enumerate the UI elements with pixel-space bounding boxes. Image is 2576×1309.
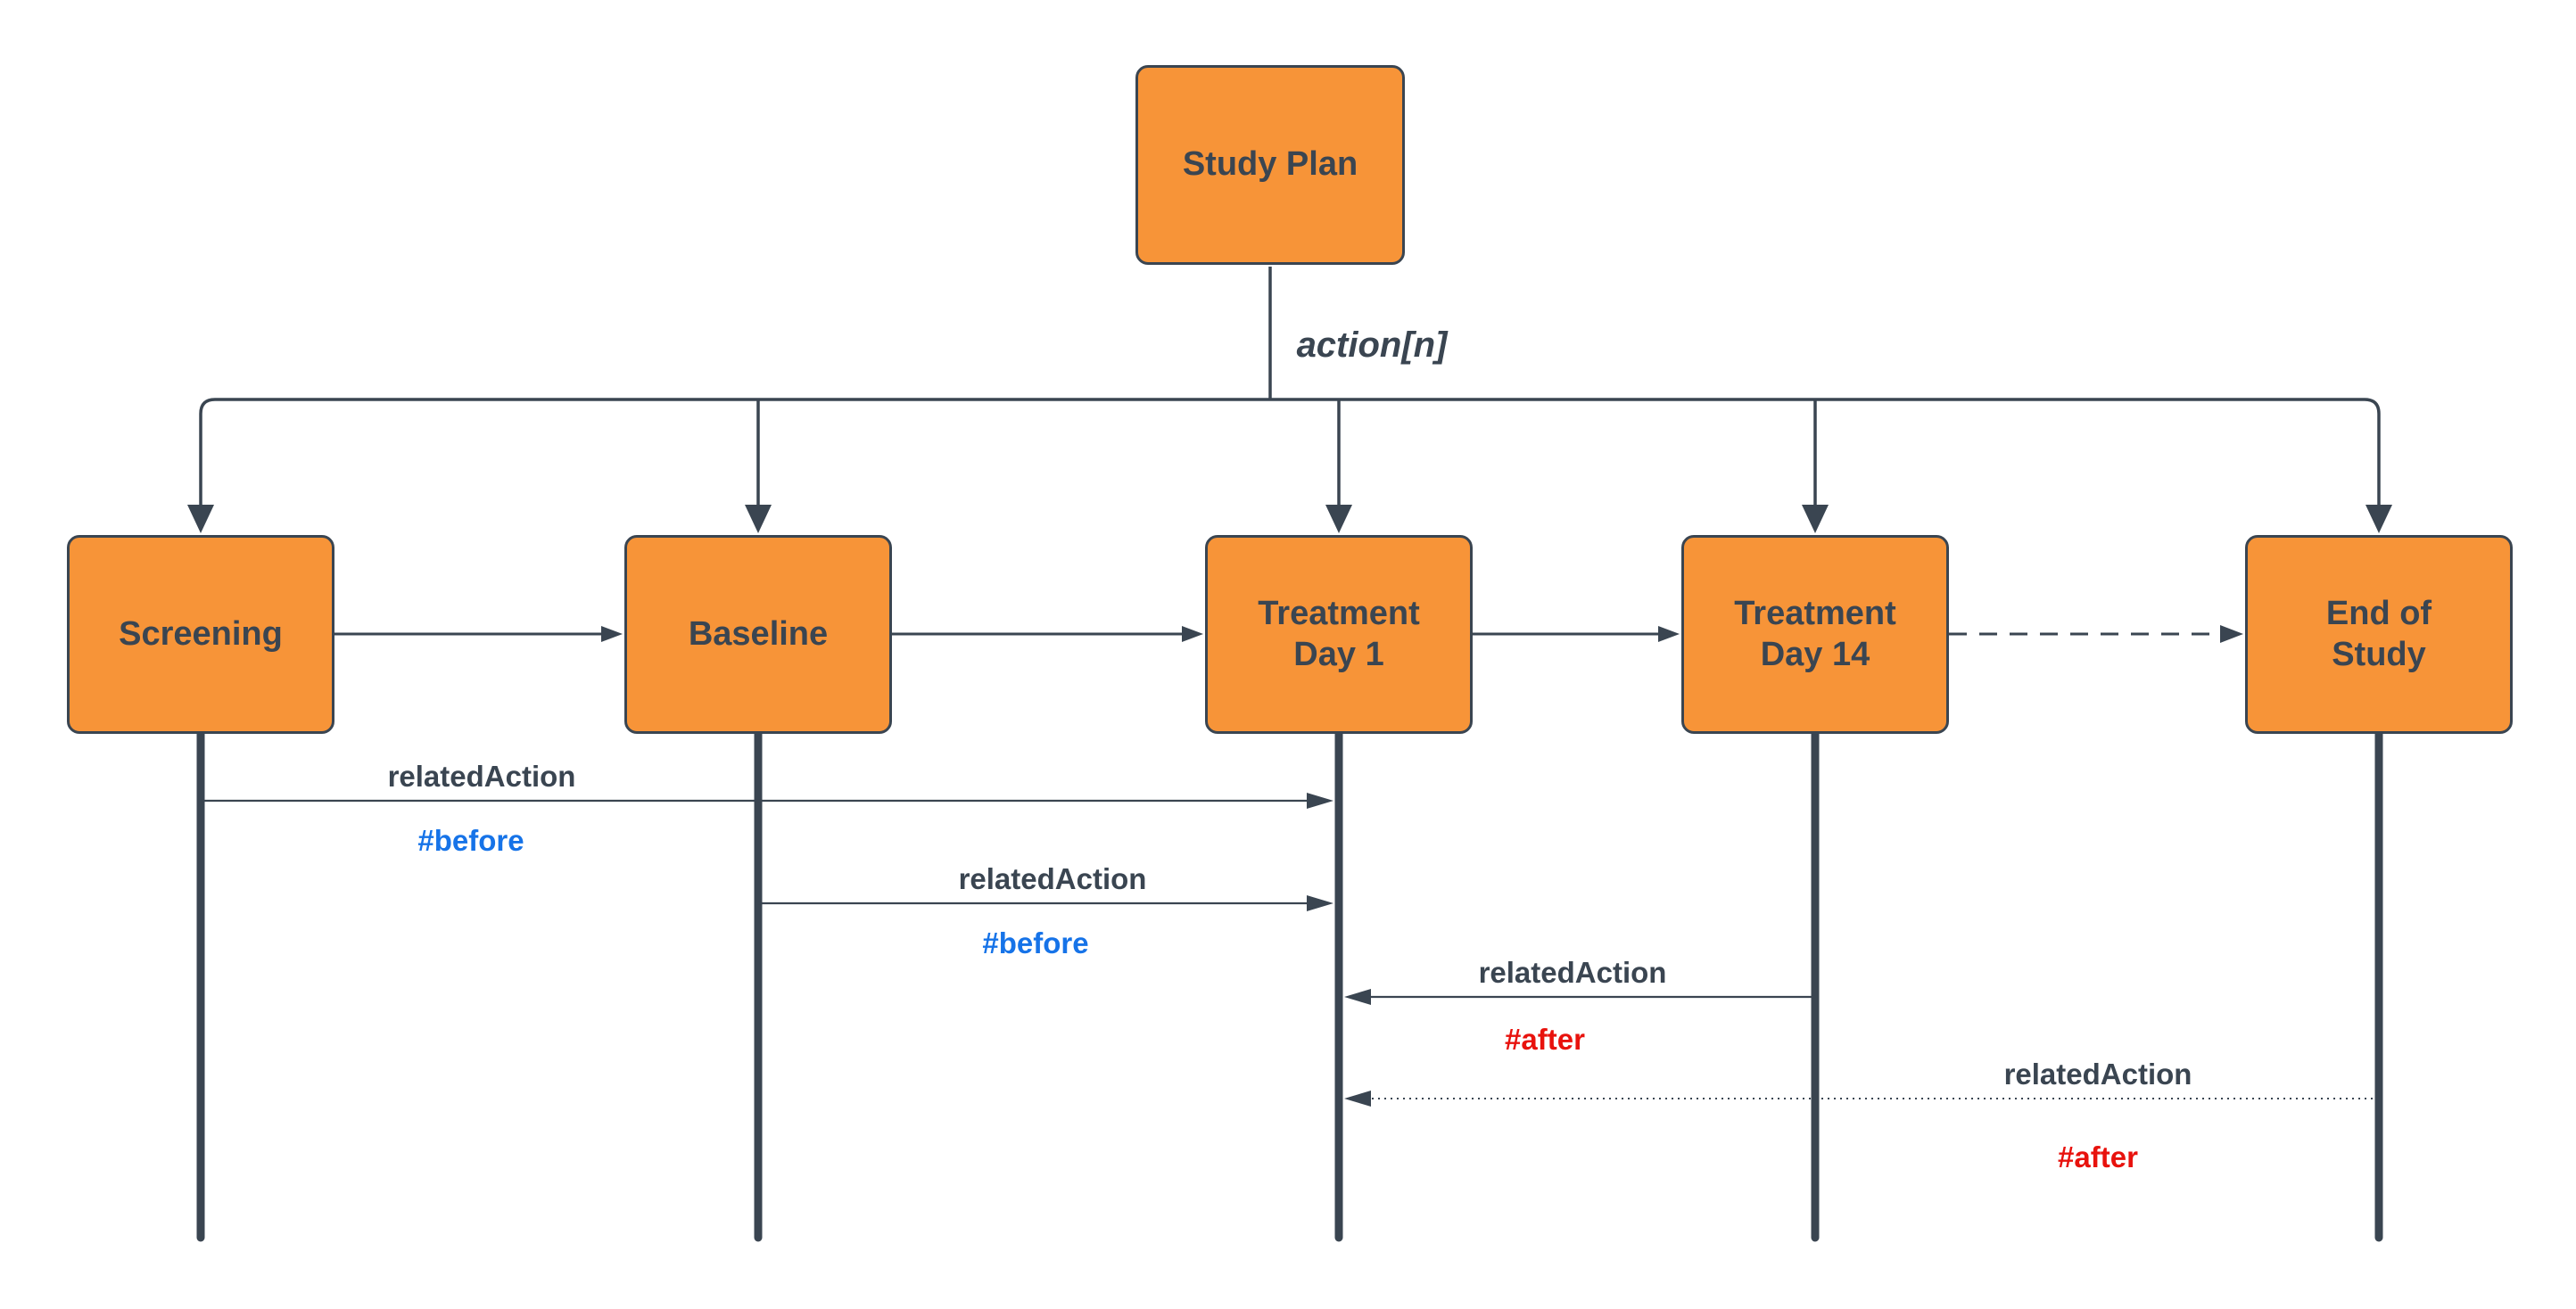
node-screening[interactable]: Screening <box>67 535 334 734</box>
node-study-plan[interactable]: Study Plan <box>1135 65 1405 265</box>
branch-label-action-n: action[n] <box>1296 325 1448 365</box>
arrowhead-flow-day14 <box>1658 626 1680 642</box>
arrowhead-flow-day1 <box>1182 626 1203 642</box>
message-4-label: relatedAction <box>2003 1058 2192 1091</box>
arrowhead-down-screening <box>187 505 214 533</box>
node-end-of-study[interactable]: End of Study <box>2245 535 2513 734</box>
message-1-tag-before: #before <box>417 824 524 857</box>
arrowhead-flow-end-of-study <box>2220 625 2243 643</box>
message-2-tag-before: #before <box>982 926 1089 959</box>
node-treatment-day-1[interactable]: Treatment Day 1 <box>1205 535 1473 734</box>
arrowhead-down-baseline <box>745 505 772 533</box>
message-2-label: relatedAction <box>958 862 1147 895</box>
message-4-tag-after: #after <box>2058 1140 2138 1173</box>
message-1-label: relatedAction <box>387 760 576 793</box>
node-baseline[interactable]: Baseline <box>624 535 892 734</box>
arrowhead-message-1 <box>1307 793 1333 809</box>
node-treatment-day-14[interactable]: Treatment Day 14 <box>1681 535 1949 734</box>
arrowhead-down-treatment-day-14 <box>1802 505 1829 533</box>
arrowhead-message-2 <box>1307 895 1333 911</box>
arrowhead-message-4 <box>1344 1091 1371 1107</box>
branch-bus-line <box>199 398 2381 510</box>
arrowhead-down-treatment-day-1 <box>1325 505 1352 533</box>
message-3-label: relatedAction <box>1478 956 1667 989</box>
message-3-tag-after: #after <box>1505 1023 1585 1056</box>
arrowhead-message-3 <box>1344 989 1371 1005</box>
arrowhead-down-end-of-study <box>2365 505 2392 533</box>
arrowhead-flow-baseline <box>601 626 623 642</box>
